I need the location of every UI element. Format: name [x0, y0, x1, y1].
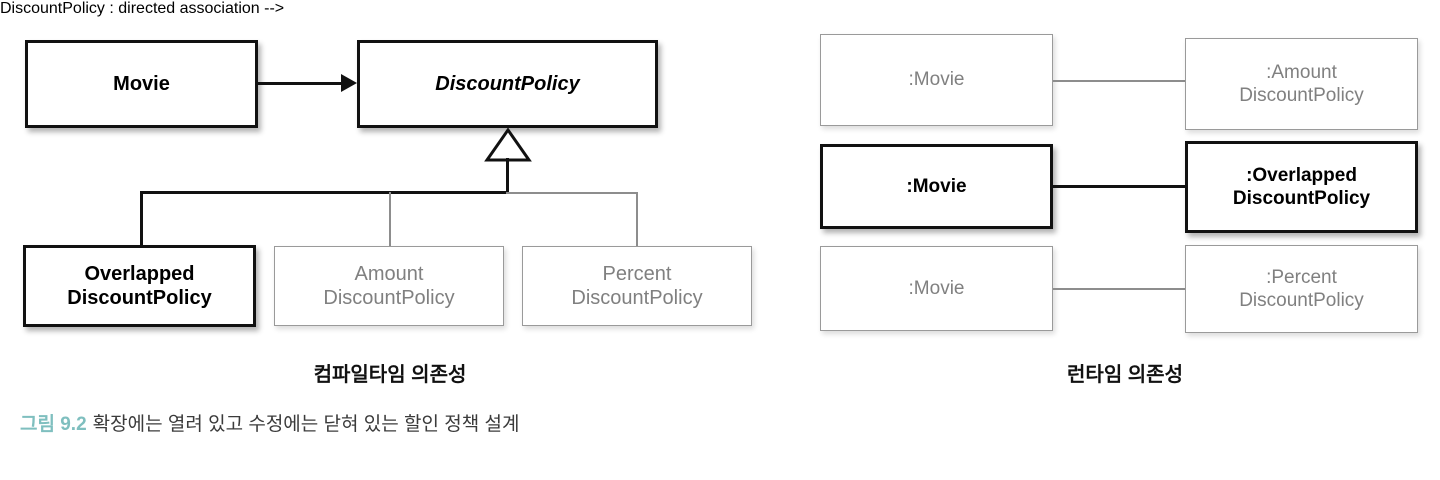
object-box-percent-discount-policy[interactable]: :Percent DiscountPolicy [1185, 245, 1418, 333]
object-label-movie-2: :Movie [906, 175, 967, 197]
object-label-percent-discount-policy: :Percent DiscountPolicy [1239, 266, 1364, 311]
compile-time-panel: Movie DiscountPolicy DiscountPolicy : di… [0, 0, 1440, 386]
class-box-amount-discount-policy[interactable]: Amount DiscountPolicy [274, 246, 504, 326]
class-label-amount-discount-policy: Amount DiscountPolicy [323, 262, 455, 309]
object-box-movie-3[interactable]: :Movie [820, 246, 1053, 331]
association-line-movie-to-discountpolicy [258, 82, 343, 85]
class-label-overlapped-discount-policy: Overlapped DiscountPolicy [67, 262, 212, 309]
runtime-link-row-1 [1053, 80, 1185, 82]
compile-time-panel-caption: 컴파일타임 의존성 [313, 364, 467, 386]
generalization-triangle-icon [484, 128, 532, 162]
class-box-movie[interactable]: Movie [25, 40, 258, 128]
generalization-bus-line-active [140, 191, 509, 194]
generalization-bus-line-dim [506, 192, 638, 194]
object-box-amount-discount-policy[interactable]: :Amount DiscountPolicy [1185, 38, 1418, 130]
generalization-drop-amount [389, 192, 391, 247]
object-label-movie-1: :Movie [908, 69, 965, 91]
runtime-link-row-2 [1053, 185, 1188, 188]
object-box-overlapped-discount-policy[interactable]: :Overlapped DiscountPolicy [1185, 141, 1418, 233]
object-label-amount-discount-policy: :Amount DiscountPolicy [1239, 61, 1364, 106]
object-box-movie-1[interactable]: :Movie [820, 34, 1053, 126]
figure-caption-text: 확장에는 열려 있고 수정에는 닫혀 있는 할인 정책 설계 [92, 414, 520, 435]
runtime-panel-caption: 런타임 의존성 [1067, 364, 1183, 386]
class-box-discount-policy[interactable]: DiscountPolicy [357, 40, 658, 128]
class-label-discount-policy: DiscountPolicy [435, 72, 580, 95]
generalization-drop-overlapped [140, 191, 143, 246]
association-arrowhead-icon [341, 74, 357, 92]
object-box-movie-2[interactable]: :Movie [820, 144, 1053, 229]
class-label-movie: Movie [113, 72, 170, 95]
generalization-riser-line [506, 158, 509, 194]
object-label-overlapped-discount-policy: :Overlapped DiscountPolicy [1232, 164, 1371, 209]
class-label-percent-discount-policy: Percent DiscountPolicy [571, 262, 703, 309]
generalization-drop-percent [636, 192, 638, 247]
figure-number: 그림 9.2 [20, 414, 87, 435]
object-label-movie-3: :Movie [908, 277, 965, 299]
runtime-link-row-3 [1053, 288, 1185, 290]
class-box-percent-discount-policy[interactable]: Percent DiscountPolicy [522, 246, 752, 326]
class-box-overlapped-discount-policy[interactable]: Overlapped DiscountPolicy [23, 245, 256, 327]
